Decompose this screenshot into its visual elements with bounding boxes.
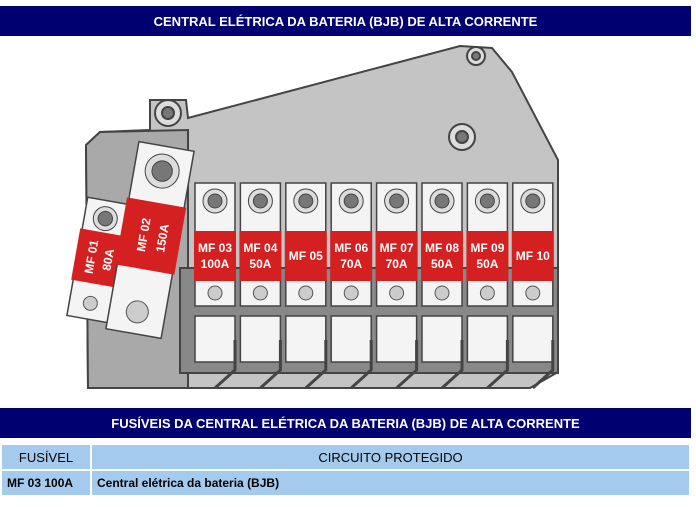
fuse-mf04[interactable]: MF 04 50A xyxy=(239,182,282,390)
fuse-rating: 70A xyxy=(340,257,362,271)
cell-circuit: Central elétrica da bateria (BJB) xyxy=(90,469,691,497)
fuse-label: MF 0180A xyxy=(82,239,118,278)
fuse-mf03[interactable]: MF 03 100A xyxy=(194,182,237,390)
header-circuit: CIRCUITO PROTEGIDO xyxy=(90,443,691,471)
fuse-mf06[interactable]: MF 06 70A xyxy=(330,182,373,390)
table-header-row: FUSÍVEL CIRCUITO PROTEGIDO xyxy=(0,443,691,471)
fuse-mf08[interactable]: MF 08 50A xyxy=(421,182,464,390)
fuse-rating: 100A xyxy=(201,257,230,271)
header-fuse: FUSÍVEL xyxy=(0,443,92,471)
fuse-id: MF 09 xyxy=(470,241,504,255)
fuse-table: FUSÍVEL CIRCUITO PROTEGIDO MF 03 100A Ce… xyxy=(0,443,691,497)
fuse-mf10[interactable]: MF 10 xyxy=(511,182,555,390)
fuse-mf07[interactable]: MF 07 70A xyxy=(375,182,419,390)
fuse-id: MF 08 xyxy=(425,241,459,255)
diagram-title: CENTRAL ELÉTRICA DA BATERIA (BJB) DE ALT… xyxy=(0,6,691,36)
fuse-mf05[interactable]: MF 05 xyxy=(284,182,328,390)
fuse-rating: 50A xyxy=(431,257,453,271)
fuse-id: MF 04 xyxy=(243,241,277,255)
cell-fuse: MF 03 100A xyxy=(0,469,92,497)
table-row: MF 03 100A Central elétrica da bateria (… xyxy=(0,469,691,497)
fuse-rating: 70A xyxy=(386,257,408,271)
fuse-rating: 50A xyxy=(249,257,271,271)
fuse-mf09[interactable]: MF 09 50A xyxy=(466,182,509,390)
fuse-id: MF 03 xyxy=(198,241,232,255)
fuse-label: MF 02150A xyxy=(134,217,172,257)
fuse-id: MF 07 xyxy=(380,241,414,255)
table-title: FUSÍVEIS DA CENTRAL ELÉTRICA DA BATERIA … xyxy=(0,408,691,438)
fuse-rating: 50A xyxy=(476,257,498,271)
fuse-id: MF 10 xyxy=(516,249,550,263)
fuse-mf02[interactable]: MF 02150A xyxy=(104,140,196,340)
fuse-id: MF 06 xyxy=(334,241,368,255)
fuse-id: MF 05 xyxy=(289,249,323,263)
